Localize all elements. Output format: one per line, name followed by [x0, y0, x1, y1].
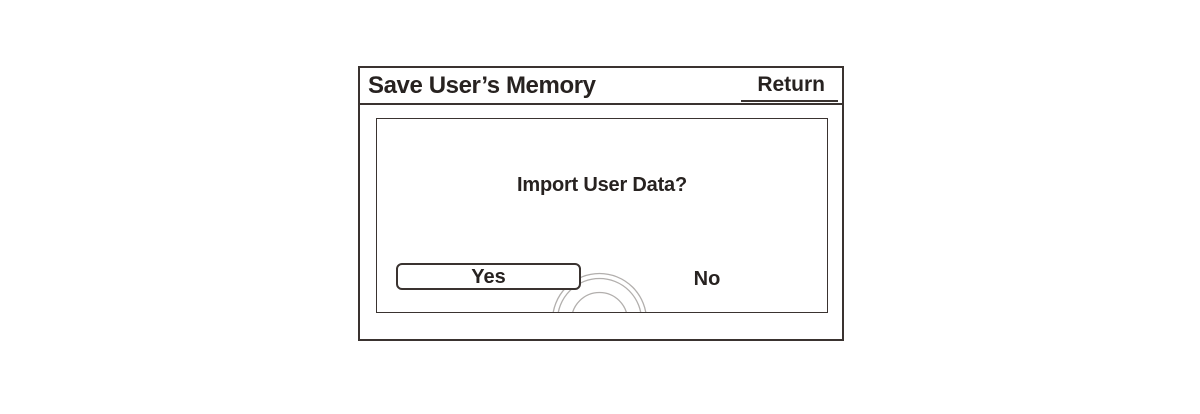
- touch-press-indicator-icon: [552, 272, 647, 312]
- message-panel: Import User Data? Yes No: [376, 118, 828, 313]
- no-button[interactable]: No: [693, 268, 721, 290]
- dialog-title: Save User’s Memory: [368, 71, 596, 99]
- question-text: Import User Data?: [517, 174, 687, 196]
- return-button[interactable]: Return: [741, 73, 838, 102]
- dialog-header: Save User’s Memory Return: [360, 68, 842, 105]
- yes-button[interactable]: Yes: [396, 263, 581, 290]
- save-users-memory-dialog: Save User’s Memory Return Import User Da…: [358, 66, 844, 341]
